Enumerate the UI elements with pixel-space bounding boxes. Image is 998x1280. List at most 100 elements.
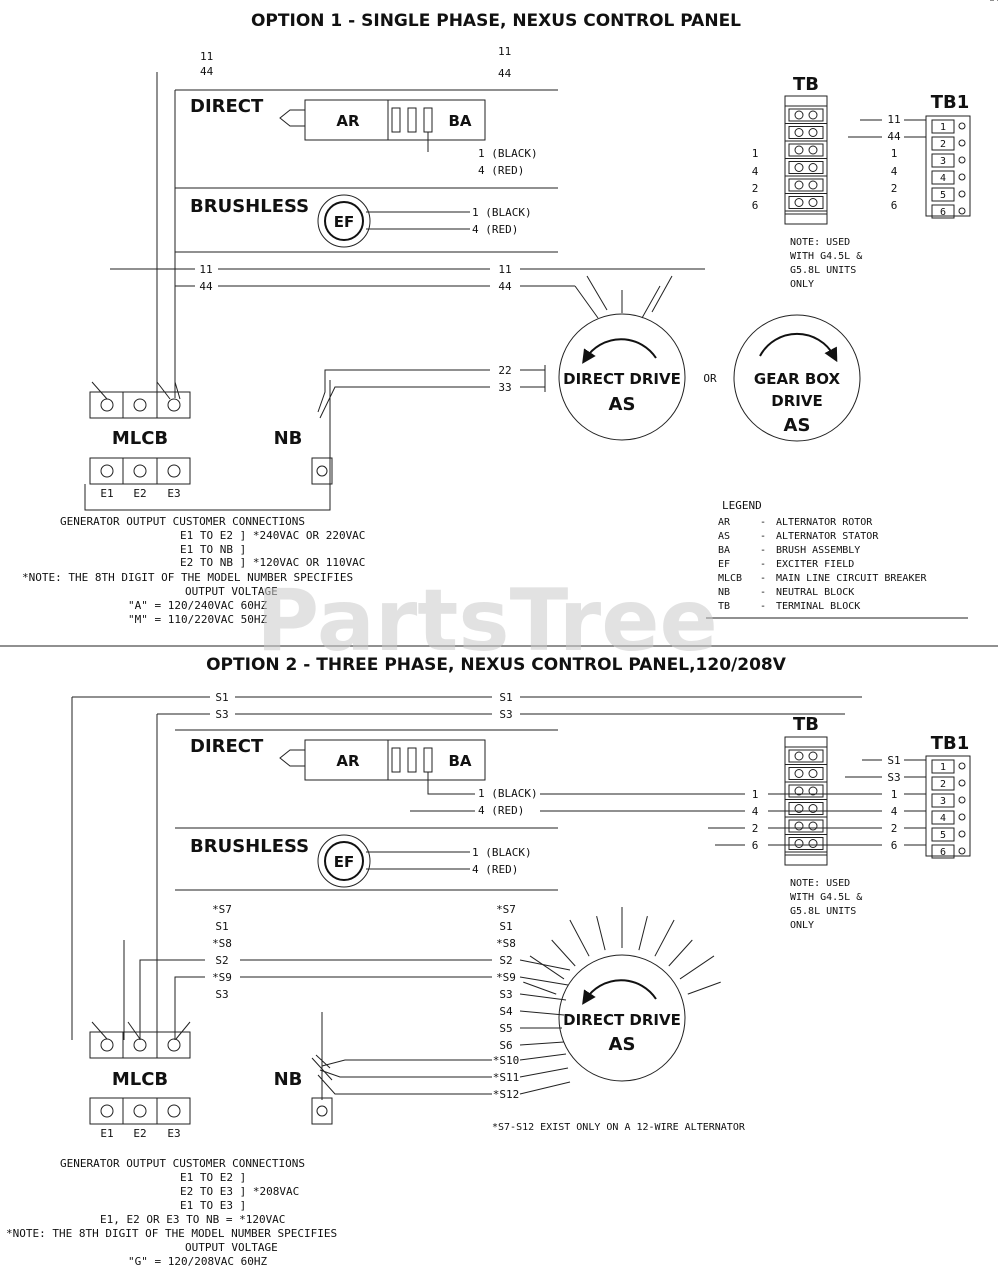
o1-gear-box-label: GEAR BOX — [754, 370, 841, 388]
svg-text:S3: S3 — [499, 988, 512, 1001]
svg-text:-: - — [760, 531, 766, 542]
pin-icon — [958, 122, 966, 130]
tb1-pin — [931, 136, 955, 151]
svg-text:"A" = 120/240VAC 60HZ: "A" = 120/240VAC 60HZ — [128, 599, 267, 612]
o1-tb-label: TB — [793, 74, 819, 95]
o1-e1: E1 — [100, 487, 113, 500]
o1-nb-wire-22: 22 — [498, 364, 511, 377]
svg-text:BRUSH ASSEMBLY: BRUSH ASSEMBLY — [776, 545, 860, 556]
svg-text:11: 11 — [887, 113, 900, 126]
screw-icon — [794, 110, 804, 120]
o1-legend: LEGEND AR-ALTERNATOR ROTOR AS-ALTERNATOR… — [706, 499, 968, 619]
o2-ef-circle — [324, 841, 364, 881]
screw-icon — [808, 198, 818, 207]
stator-lead — [596, 915, 606, 951]
o1-top-right-44: 44 — [498, 67, 512, 80]
tb-terminal — [788, 196, 824, 209]
svg-text:-: - — [760, 601, 766, 612]
svg-text:*NOTE: THE 8TH DIGIT OF THE MO: *NOTE: THE 8TH DIGIT OF THE MODEL NUMBER… — [6, 1227, 337, 1240]
tb-terminal — [788, 802, 824, 815]
svg-text:*S9: *S9 — [496, 971, 516, 984]
svg-text:*S7: *S7 — [496, 903, 516, 916]
o1-ef-circle — [324, 201, 364, 241]
svg-text:NB: NB — [718, 587, 730, 598]
svg-text:E1 TO E2 ]: E1 TO E2 ] — [180, 1171, 246, 1184]
svg-text:*S8: *S8 — [212, 937, 232, 950]
tb-terminal — [788, 767, 824, 780]
svg-text:1: 1 — [752, 147, 759, 160]
legend-title: LEGEND — [722, 499, 762, 512]
svg-text:GENERATOR OUTPUT CUSTOMER CONN: GENERATOR OUTPUT CUSTOMER CONNECTIONS — [60, 1157, 305, 1170]
o2-brushless-label: BRUSHLESS — [190, 836, 309, 857]
svg-text:WITH G4.5L &: WITH G4.5L & — [790, 892, 862, 903]
o1-direct-wire-4: 4 (RED) — [478, 164, 524, 177]
o1-top-left-11: 11 — [200, 50, 213, 63]
svg-text:1: 1 — [891, 147, 898, 160]
o1-stator-11-right: 11 — [498, 263, 511, 276]
stator-lead — [519, 1053, 567, 1061]
o2-top-s1-left: S1 — [215, 691, 228, 704]
o2-direct-drive-as: AS — [609, 1034, 636, 1055]
tb-terminal — [788, 178, 824, 192]
o1-stator-44-left: 44 — [199, 280, 213, 293]
o2-nb-label: NB — [274, 1069, 303, 1090]
o1-mlcb-label: MLCB — [112, 428, 168, 449]
svg-text:-: - — [760, 573, 766, 584]
stator-lead — [519, 1041, 565, 1046]
stator-lead — [519, 1081, 571, 1095]
svg-text:4: 4 — [891, 805, 898, 818]
svg-text:*NOTE: THE 8TH DIGIT OF THE MO: *NOTE: THE 8TH DIGIT OF THE MODEL NUMBER… — [22, 571, 353, 584]
svg-text:*S12: *S12 — [493, 1088, 520, 1101]
o2-direct-drive-label: DIRECT DRIVE — [563, 1011, 681, 1029]
svg-text:-: - — [760, 545, 766, 556]
o2-ar: AR — [336, 752, 360, 770]
tb1-pin — [931, 810, 955, 825]
o2-brushless-wire-1: 1 (BLACK) — [472, 846, 532, 859]
stator-lead — [687, 981, 721, 995]
tb-terminal — [788, 161, 824, 174]
screw-icon — [808, 145, 818, 155]
svg-text:S1: S1 — [887, 754, 900, 767]
svg-text:*S11: *S11 — [493, 1071, 520, 1084]
svg-text:1: 1 — [891, 788, 898, 801]
o1-gear-box-as: AS — [784, 415, 811, 436]
o1-e3: E3 — [167, 487, 180, 500]
svg-text:E2 TO NB ] *120VAC OR 110VAC: E2 TO NB ] *120VAC OR 110VAC — [180, 556, 365, 569]
o1-direct-drive-stator — [558, 313, 686, 441]
o2-rotor-box — [304, 739, 486, 781]
tb1-pin — [931, 776, 955, 791]
stator-lead — [519, 959, 571, 971]
pin-icon — [958, 139, 966, 147]
screw-icon — [794, 786, 804, 796]
stator-lead — [523, 981, 557, 995]
tb1-pin-label: 4 — [940, 813, 946, 824]
watermark: PartsTree — [256, 571, 718, 671]
svg-text:GENERATOR OUTPUT CUSTOMER CONN: GENERATOR OUTPUT CUSTOMER CONNECTIONS — [60, 515, 305, 528]
svg-text:G5.8L UNITS: G5.8L UNITS — [790, 265, 856, 276]
screw-icon — [808, 163, 818, 172]
svg-text:1: 1 — [752, 788, 759, 801]
o1-brushless-wire-1: 1 (BLACK) — [472, 206, 532, 219]
tb1-pin — [931, 844, 955, 859]
stator-lead — [679, 955, 715, 980]
o2-ba: BA — [448, 752, 471, 770]
screw-icon — [808, 110, 818, 120]
screw-icon — [808, 751, 818, 761]
o1-rotor-box — [304, 99, 486, 141]
svg-text:44: 44 — [887, 130, 901, 143]
svg-text:WITH G4.5L &: WITH G4.5L & — [790, 251, 862, 262]
o1-nb-label: NB — [274, 428, 303, 449]
o2-top-s3-left: S3 — [215, 708, 228, 721]
svg-text:ONLY: ONLY — [790, 920, 814, 931]
o1-direct-drive-label: DIRECT DRIVE — [563, 370, 681, 388]
tb1-pin-label: 1 — [940, 122, 946, 133]
pin-icon — [958, 796, 966, 804]
screw-icon — [808, 769, 818, 778]
screw-icon — [794, 145, 804, 155]
o2-direct-wire-4: 4 (RED) — [478, 804, 524, 817]
stator-lead — [654, 919, 675, 957]
stator-lead — [519, 993, 567, 1001]
o1-top-right-11: 11 — [498, 45, 511, 58]
svg-text:MLCB: MLCB — [718, 573, 742, 584]
svg-text:TB: TB — [718, 601, 730, 612]
